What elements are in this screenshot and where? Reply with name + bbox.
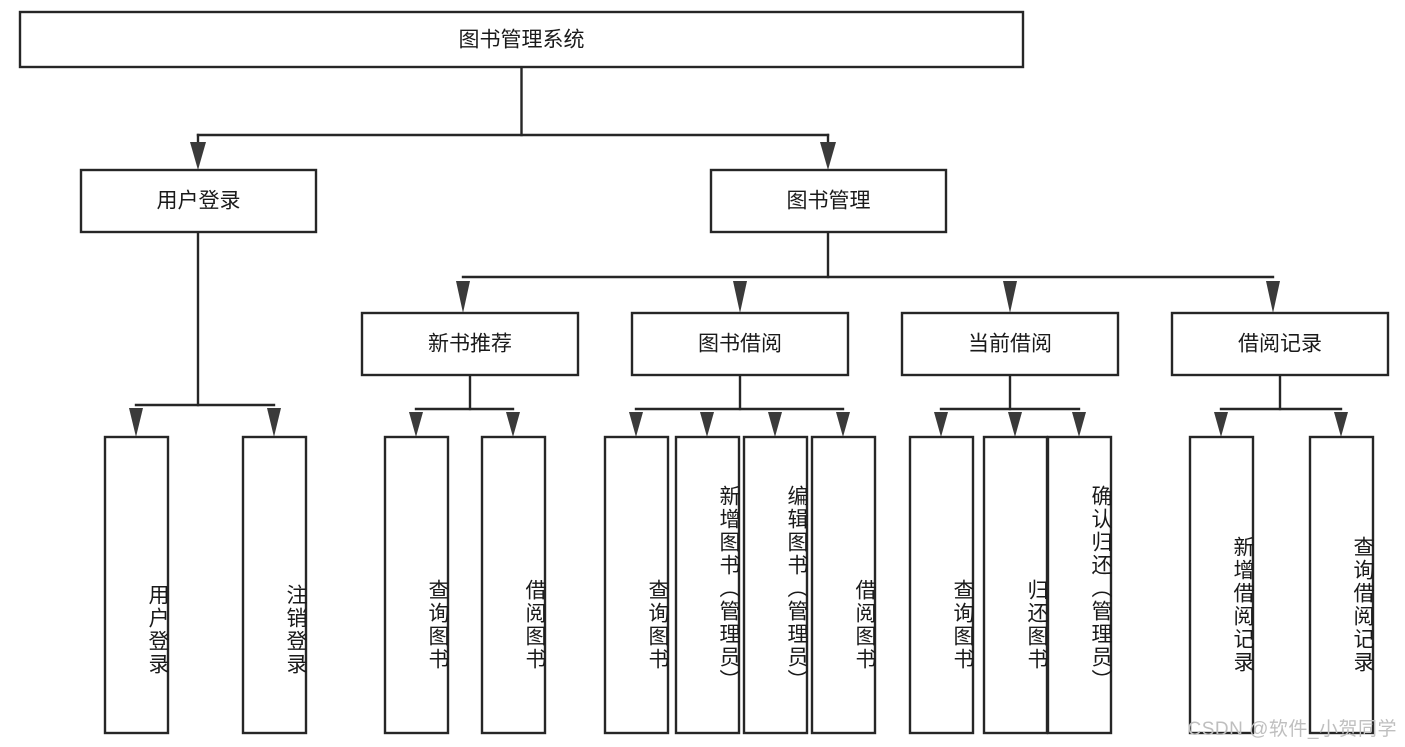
arrow-head-leaf-user-login: [129, 408, 143, 437]
arrow-head-leaf-edit-book: [768, 412, 782, 437]
node-leaf-query-record-box[interactable]: [1308, 435, 1375, 735]
connector-group-new-book-recommend-to-leaves: [409, 373, 520, 437]
node-borrow-record[interactable]: 借阅记录: [1170, 311, 1390, 377]
arrow-head-new-book-recommend: [456, 281, 470, 313]
node-book-management-box[interactable]: [709, 168, 948, 234]
connector-group-book-borrow-to-leaves: [629, 373, 850, 437]
leaf-boxes-group: [103, 435, 1375, 735]
arrow-head-user-login: [190, 142, 206, 170]
node-book-management-label: 图书管理: [787, 190, 871, 213]
node-borrow-record-label: 借阅记录: [1238, 333, 1322, 356]
node-leaf-confirm-return-box[interactable]: [1046, 435, 1113, 735]
node-leaf-query-book-3-box[interactable]: [908, 435, 975, 735]
arrow-head-leaf-query-book-2: [629, 412, 643, 437]
node-new-book-recommend-label: 新书推荐: [428, 333, 512, 356]
arrow-head-book-management: [820, 142, 836, 170]
connector-group-root-to-level2: [190, 65, 836, 170]
connector-group-current-borrow-to-leaves: [934, 373, 1086, 437]
node-leaf-user-logout-box[interactable]: [241, 435, 308, 735]
connector-group-borrow-record-to-leaves: [1214, 373, 1348, 437]
node-root-box[interactable]: [18, 10, 1025, 69]
arrow-head-leaf-query-record: [1334, 412, 1348, 437]
node-root-label: 图书管理系统: [459, 29, 585, 52]
node-new-book-recommend-box[interactable]: [360, 311, 580, 377]
arrow-head-leaf-borrow-book-1: [506, 412, 520, 437]
node-leaf-query-book-2-box[interactable]: [603, 435, 670, 735]
node-new-book-recommend[interactable]: 新书推荐: [360, 311, 580, 377]
arrow-head-leaf-query-book-1: [409, 412, 423, 437]
node-book-borrow-box[interactable]: [630, 311, 850, 377]
node-user-login-box[interactable]: [79, 168, 318, 234]
node-leaf-add-record-box[interactable]: [1188, 435, 1255, 735]
node-root[interactable]: 图书管理系统: [18, 10, 1025, 69]
node-leaf-borrow-book-2-box[interactable]: [810, 435, 877, 735]
arrow-head-current-borrow: [1003, 281, 1017, 313]
arrow-head-leaf-add-record: [1214, 412, 1228, 437]
connector-group-book-management-to-level3: [456, 230, 1280, 313]
arrow-head-leaf-borrow-book-2: [836, 412, 850, 437]
node-book-management[interactable]: 图书管理: [709, 168, 948, 234]
arrow-head-leaf-query-book-3: [934, 412, 948, 437]
node-leaf-user-login-box[interactable]: [103, 435, 170, 735]
arrow-head-leaf-return-book: [1008, 412, 1022, 437]
arrow-head-borrow-record: [1266, 281, 1280, 313]
node-leaf-query-book-1-box[interactable]: [383, 435, 450, 735]
arrow-head-leaf-add-book: [700, 412, 714, 437]
arrow-head-leaf-user-logout: [267, 408, 281, 437]
node-leaf-return-book-box[interactable]: [982, 435, 1049, 735]
arrow-head-leaf-confirm-return: [1072, 412, 1086, 437]
node-user-login[interactable]: 用户登录: [79, 168, 318, 234]
csdn-watermark: CSDN @软件_小贺同学: [1187, 719, 1397, 740]
node-book-borrow[interactable]: 图书借阅: [630, 311, 850, 377]
node-borrow-record-box[interactable]: [1170, 311, 1390, 377]
node-leaf-borrow-book-1-box[interactable]: [480, 435, 547, 735]
connector-group-user-login-to-leaves: [129, 230, 281, 437]
node-book-borrow-label: 图书借阅: [698, 333, 782, 356]
node-current-borrow-label: 当前借阅: [968, 333, 1052, 356]
node-user-login-label: 用户登录: [157, 190, 241, 213]
node-leaf-add-book-box[interactable]: [674, 435, 741, 735]
node-current-borrow[interactable]: 当前借阅: [900, 311, 1120, 377]
node-leaf-edit-book-box[interactable]: [742, 435, 809, 735]
node-current-borrow-box[interactable]: [900, 311, 1120, 377]
arrow-head-book-borrow: [733, 281, 747, 313]
